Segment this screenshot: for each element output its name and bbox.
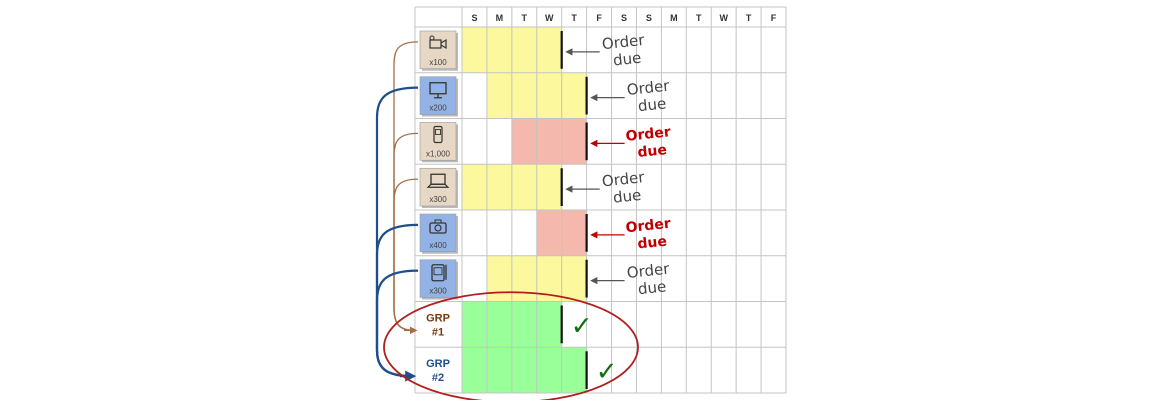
blue-group-arrow [375,223,419,378]
order-due-label: due [637,142,668,161]
group-row: GRP #1 ✓ [426,305,593,344]
day-header: W [545,13,554,23]
group-highlight-ellipse [383,291,639,400]
blue-group-arrow [375,269,419,378]
camera-icon [434,224,442,232]
brown-group-arrow [393,132,419,332]
day-header: M [670,13,678,23]
camcorder-icon [440,38,447,50]
quantity-label: x400 [429,241,447,250]
group-label: GRP [426,358,450,370]
day-header: T [522,13,528,23]
quantity-label: x200 [429,104,447,113]
cell-fills [415,7,786,393]
laptop-icon [426,183,450,188]
camera-icon [434,219,442,224]
day-header: T [746,13,752,23]
tablet-icon [431,264,445,282]
order-due-label: Order [601,168,646,190]
day-header: F [771,13,777,23]
sticky-note [419,30,457,70]
blue-group-arrow [375,86,419,378]
order-due-label: due [637,234,668,253]
order-due-label: due [637,94,667,115]
sticky-note [419,122,457,161]
day-header: T [696,13,702,23]
day-header: S [646,13,652,23]
sticky-note [419,259,457,298]
group-label: #2 [432,372,444,384]
group-label: GRP [426,312,450,324]
phone-icon [435,129,441,135]
day-header: S [621,13,627,23]
order-due-label: Order [626,260,671,282]
schedule-content: x100Orderduex200Orderduex1,000Orderduex3… [419,30,672,389]
camcorder-icon [429,39,442,49]
quantity-label: x1,000 [426,149,451,158]
schedule-bar [462,347,587,393]
order-due-label: Order [626,77,671,99]
checkmark-icon: ✓ [571,311,593,341]
schedule-bar [511,118,587,165]
phone-icon [433,125,443,144]
camcorder-icon [429,35,435,41]
day-header: T [571,13,577,23]
group-label: #1 [432,326,444,338]
order-due-label: Order [625,124,672,145]
order-due-label: Order [601,31,646,53]
grouping-arrows [375,41,639,400]
order-due-label: Order [625,216,672,237]
day-header: S [471,13,477,23]
order-due-label: due [612,186,642,207]
order-due-label: due [637,277,667,298]
monitor-icon [434,93,442,99]
day-header: F [596,13,602,23]
quantity-label: x100 [429,58,447,67]
brown-group-arrow [393,178,419,332]
tablet-icon [433,267,443,276]
quantity-label: x300 [429,195,447,204]
day-header: M [496,13,504,23]
quantity-label: x300 [429,287,447,296]
order-due-label: due [612,49,642,70]
day-header: W [719,13,728,23]
